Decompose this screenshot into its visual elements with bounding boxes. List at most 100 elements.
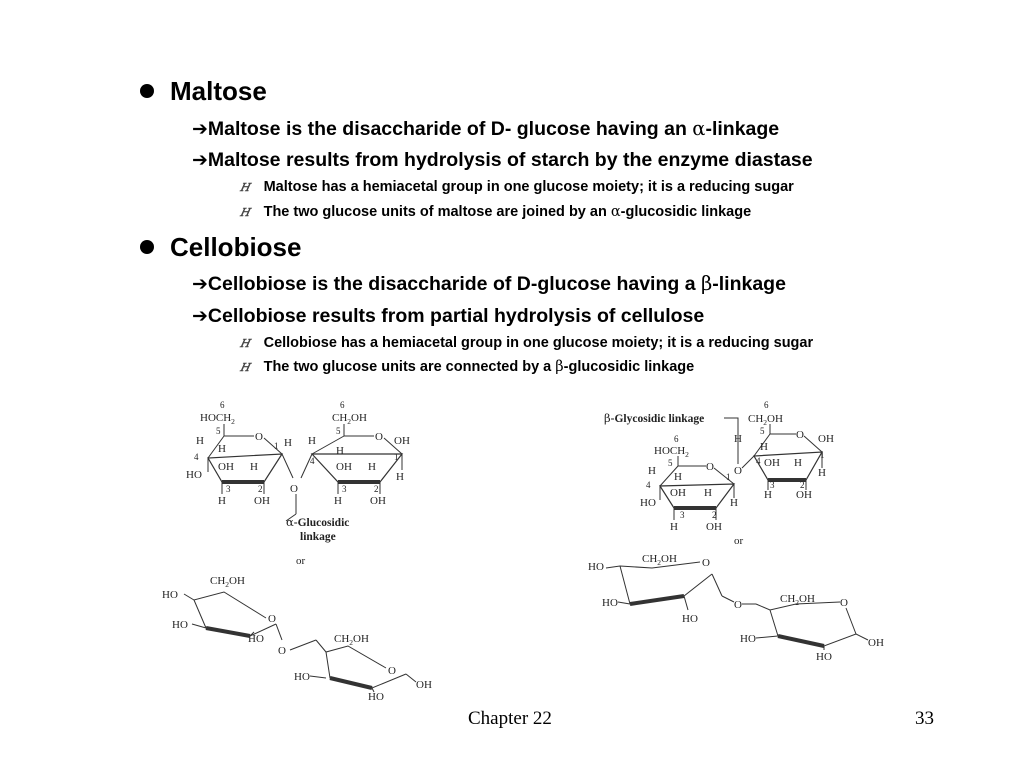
page-number: 33 xyxy=(915,708,934,729)
svg-text:H: H xyxy=(704,487,712,499)
arrow-bullet-icon: ➔ xyxy=(192,305,208,327)
cellobiose-heading: Cellobiose xyxy=(140,232,301,263)
svg-text:OH: OH xyxy=(254,495,270,507)
svg-text:H: H xyxy=(218,443,226,455)
svg-text:OH: OH xyxy=(796,489,812,501)
svg-text:H: H xyxy=(670,521,678,533)
arrow-bullet-icon: ➔ xyxy=(192,118,208,140)
subbullet-text: The two glucose units are connected by a xyxy=(263,359,556,375)
svg-text:HO: HO xyxy=(162,589,178,601)
svg-text:HOCH2: HOCH2 xyxy=(654,445,689,459)
caption-pointer-line xyxy=(724,417,739,464)
arrow-bullet-icon: ➔ xyxy=(192,149,208,171)
svg-text:HO: HO xyxy=(368,691,384,702)
svg-text:H: H xyxy=(336,445,344,457)
maltose-subbullet-1: 𝐻 Maltose has a hemiacetal group in one g… xyxy=(240,179,794,195)
svg-text:H: H xyxy=(764,489,772,501)
or-label: or xyxy=(734,535,744,547)
svg-text:H: H xyxy=(818,467,826,479)
svg-text:OH: OH xyxy=(868,637,884,649)
svg-text:OH: OH xyxy=(336,461,352,473)
svg-text:1: 1 xyxy=(394,452,399,462)
svg-text:3: 3 xyxy=(680,510,685,520)
svg-text:O: O xyxy=(706,461,714,473)
svg-text:OH: OH xyxy=(706,521,722,533)
svg-text:O: O xyxy=(255,431,263,443)
maltose-glycosidic-oxygen: O xyxy=(281,453,313,522)
svg-text:6: 6 xyxy=(674,434,679,444)
svg-text:HO: HO xyxy=(172,619,188,631)
alpha-glucosidic-linkage-caption: α-Glucosidic xyxy=(286,515,349,529)
svg-text:OH: OH xyxy=(670,487,686,499)
svg-text:6: 6 xyxy=(340,400,345,410)
svg-text:3: 3 xyxy=(342,484,347,494)
svg-text:CH2OH: CH2OH xyxy=(642,553,677,567)
svg-text:1: 1 xyxy=(274,441,279,451)
svg-text:O: O xyxy=(278,645,286,657)
maltose-heading: Maltose xyxy=(140,76,267,107)
svg-text:5: 5 xyxy=(336,426,341,436)
svg-text:6: 6 xyxy=(764,400,769,410)
cellobiose-chair-conformation: CH2OH HO O HO HO O CH2OH O HO HO OH xyxy=(588,553,884,663)
svg-text:2: 2 xyxy=(374,484,379,494)
svg-text:CH2OH: CH2OH xyxy=(210,575,245,589)
subbullet-text: Cellobiose has a hemiacetal group in one… xyxy=(263,335,814,351)
svg-text:H: H xyxy=(760,441,768,453)
svg-text:1: 1 xyxy=(726,472,731,482)
arrow-bullet-icon: ➔ xyxy=(192,273,208,295)
svg-text:H: H xyxy=(334,495,342,507)
bullet-text: Maltose results from hydrolysis of starc… xyxy=(207,149,813,171)
svg-text:4: 4 xyxy=(194,452,199,462)
svg-text:HO: HO xyxy=(186,469,202,481)
svg-text:3: 3 xyxy=(226,484,231,494)
svg-text:5: 5 xyxy=(216,426,221,436)
svg-text:4: 4 xyxy=(310,456,315,466)
svg-text:O: O xyxy=(702,557,710,569)
subbullet-text: The two glucose units of maltose are joi… xyxy=(263,204,611,220)
svg-text:HO: HO xyxy=(602,597,618,609)
svg-text:OH: OH xyxy=(764,457,780,469)
svg-text:4: 4 xyxy=(756,456,761,466)
bullet-text: Cellobiose is the disaccharide of D-gluc… xyxy=(207,273,701,295)
svg-text:6: 6 xyxy=(220,400,225,410)
greek-symbol: α xyxy=(692,117,706,140)
svg-text:HO: HO xyxy=(248,633,264,645)
or-label: or xyxy=(296,555,306,567)
subbullet-text: Maltose has a hemiacetal group in one gl… xyxy=(263,179,794,195)
svg-text:2: 2 xyxy=(258,484,263,494)
bullet-text: Cellobiose results from partial hydrolys… xyxy=(207,305,705,327)
svg-text:H: H xyxy=(284,437,292,449)
svg-text:CH2OH: CH2OH xyxy=(332,412,367,426)
beta-glycosidic-linkage-caption: β-Glycosidic linkage xyxy=(604,411,704,425)
svg-text:CH2OH: CH2OH xyxy=(334,633,369,647)
svg-text:O: O xyxy=(375,431,383,443)
svg-text:O: O xyxy=(388,665,396,677)
greek-symbol: β xyxy=(555,359,564,375)
cellobiose-haworth-ring-left: 6 HOCH2 5 O 1 4 H H OH H H HO 3 2 H OH xyxy=(640,434,738,533)
svg-text:O: O xyxy=(734,599,742,611)
bullet-text-suffix: -linkage xyxy=(705,118,780,140)
bullet-text-suffix: -linkage xyxy=(712,273,786,295)
greek-symbol: α xyxy=(610,204,621,220)
svg-text:3: 3 xyxy=(770,480,775,490)
svg-text:H: H xyxy=(648,465,656,477)
sub-bullet-icon: 𝐻 xyxy=(240,361,250,374)
svg-text:H: H xyxy=(250,461,258,473)
svg-text:5: 5 xyxy=(760,426,765,436)
maltose-chair-conformation: CH2OH HO O HO HO O CH2OH O HO HO OH xyxy=(162,575,432,702)
cellobiose-bullet-2: ➔Cellobiose results from partial hydroly… xyxy=(192,305,704,328)
svg-text:H: H xyxy=(730,497,738,509)
linkage-caption-line2: linkage xyxy=(300,531,336,543)
maltose-structure-diagram: 6 HOCH2 5 O 1 4 H H OH H H HO 3 2 H OH O… xyxy=(162,400,432,702)
svg-text:H: H xyxy=(196,435,204,447)
svg-text:H: H xyxy=(218,495,226,507)
cellobiose-haworth-ring-right: 6 CH2OH 5 O OH 1 H H 4 OH H H 3 2 H OH xyxy=(734,400,834,501)
maltose-bullet-2: ➔Maltose results from hydrolysis of star… xyxy=(192,149,813,172)
svg-text:H: H xyxy=(396,471,404,483)
svg-text:CH2OH: CH2OH xyxy=(748,413,783,427)
sub-bullet-icon: 𝐻 xyxy=(240,206,250,219)
svg-text:5: 5 xyxy=(668,458,673,468)
sub-bullet-icon: 𝐻 xyxy=(240,181,250,194)
maltose-bullet-1: ➔Maltose is the disaccharide of D- gluco… xyxy=(192,117,779,141)
